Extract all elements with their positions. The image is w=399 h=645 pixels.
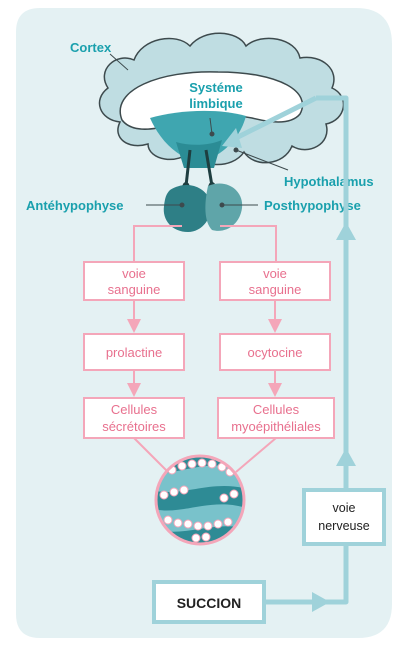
left-voie-sanguine-line2: sanguine	[108, 282, 161, 297]
posthypophyse-pointer-dot	[220, 203, 225, 208]
limbic-pointer-dot	[210, 132, 215, 137]
cellules-myoepitheliales-line2: myoépithéliales	[231, 419, 321, 434]
hypothalamus-label: Hypothalamus	[284, 174, 374, 189]
antehypophyse-lobe	[164, 185, 211, 232]
succion-label: SUCCION	[177, 595, 242, 611]
voie-nerveuse-line2: nerveuse	[318, 519, 369, 533]
limbic-label-line2: limbique	[189, 96, 242, 111]
right-voie-sanguine-line1: voie	[263, 266, 287, 281]
voie-nerveuse-line1: voie	[333, 501, 356, 515]
limbic-label-line1: Systéme	[189, 80, 242, 95]
prolactine-label: prolactine	[106, 345, 162, 360]
cellules-myoepitheliales-line1: Cellules	[253, 402, 300, 417]
cortex-label: Cortex	[70, 40, 112, 55]
hypothalamus-pointer-dot	[234, 148, 239, 153]
left-voie-sanguine-line1: voie	[122, 266, 146, 281]
right-voie-sanguine-line2: sanguine	[249, 282, 302, 297]
antehypophyse-pointer-dot	[180, 203, 185, 208]
voie-nerveuse-box	[304, 490, 384, 544]
ocytocine-label: ocytocine	[248, 345, 303, 360]
antehypophyse-label: Antéhypophyse	[26, 198, 124, 213]
cellules-secretoires-line2: sécrétoires	[102, 419, 166, 434]
cellules-secretoires-line1: Cellules	[111, 402, 158, 417]
